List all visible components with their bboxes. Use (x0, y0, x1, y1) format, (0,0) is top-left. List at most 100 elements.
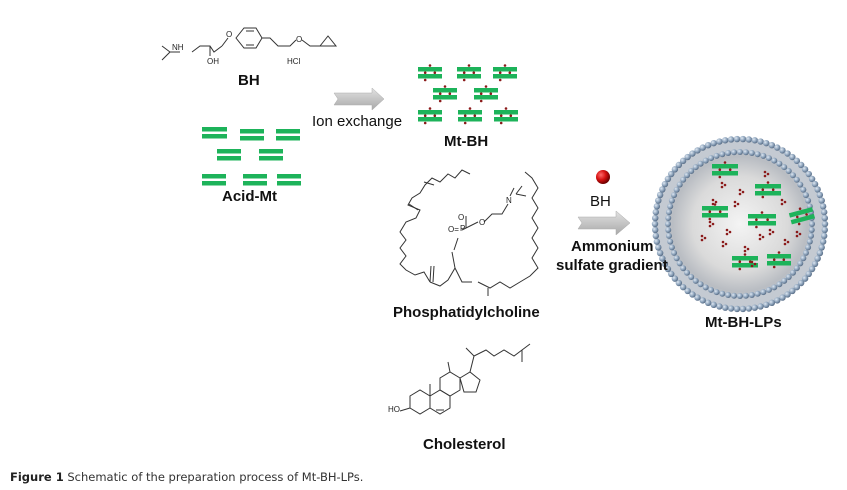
lipid-head (704, 141, 712, 149)
lipid-head (708, 286, 715, 293)
lipid-head (806, 238, 813, 245)
lipid-head (784, 150, 791, 157)
lipid-head (816, 249, 824, 257)
lipid-head (789, 269, 796, 276)
lipid-head (818, 244, 825, 251)
bh-atom-nh: NH (172, 43, 184, 52)
drug-dot (504, 107, 508, 110)
lipid-head (671, 192, 678, 199)
lipid-head (713, 152, 720, 159)
drug-dot (718, 168, 722, 171)
lipid-head (664, 265, 672, 273)
drug-dot (736, 202, 740, 206)
drug-dot (743, 253, 747, 256)
clay-sheet (767, 251, 791, 269)
drug-dot (468, 107, 472, 110)
lipid-head (659, 186, 666, 193)
clay-sheet (433, 85, 457, 103)
lipid-head (763, 139, 770, 147)
lipid-head (808, 175, 816, 183)
drug-dot (768, 228, 772, 232)
lipid-head (665, 232, 672, 239)
drug-dot (750, 264, 754, 268)
drug-dot (708, 210, 712, 213)
lipid-head (748, 149, 755, 156)
drug-dot (763, 170, 767, 174)
lipid-head (704, 299, 712, 307)
lipid-head (694, 294, 701, 301)
drug-dot (503, 64, 507, 67)
lipid-head (802, 192, 809, 199)
clay-sheet (458, 107, 482, 125)
acid-mt-label: Acid-Mt (222, 188, 277, 205)
drug-dot (423, 114, 427, 117)
bh-label: BH (238, 72, 260, 89)
drug-dot (772, 258, 776, 262)
lipid-head (719, 290, 726, 297)
lipid-head (785, 168, 792, 175)
lipid-head (684, 287, 691, 295)
lipid-head (801, 166, 809, 173)
lipid-head (820, 232, 828, 240)
clay-sheet (202, 174, 226, 186)
lipid-head (745, 136, 753, 143)
lipid-head (748, 292, 755, 299)
lipid-head (667, 238, 674, 245)
clay-sheet (418, 64, 442, 82)
drug-dot (795, 230, 799, 234)
drug-dot (766, 218, 769, 221)
lipid-head (763, 301, 770, 309)
drug-dot (718, 175, 722, 179)
lipid-head (785, 273, 792, 280)
pc-atom-n-plus: N (506, 196, 512, 205)
lipid-head (814, 186, 821, 193)
lipid-head (659, 255, 666, 262)
figure-caption-text: Schematic of the preparation process of … (67, 470, 364, 484)
drug-dot (473, 114, 477, 117)
drug-dot (771, 188, 775, 191)
lipid-head (733, 305, 741, 313)
bh-drug-bead (596, 170, 610, 184)
lipid-head (771, 157, 778, 164)
drug-dot (720, 181, 724, 185)
drug-dot (766, 181, 770, 184)
lipid-head (774, 297, 781, 304)
lipid-head (667, 203, 674, 210)
ion-exchange-label: Ion exchange (312, 113, 403, 130)
drug-dot (755, 225, 758, 229)
lipid-head (737, 149, 743, 155)
lipid-head (805, 270, 812, 278)
clay-sheet (276, 129, 300, 141)
clay-sheet (277, 174, 301, 186)
lipid-head (808, 226, 815, 233)
drug-dot (433, 71, 437, 74)
drug-dot (462, 71, 466, 74)
clay-sheet (494, 107, 518, 125)
drug-dot (761, 188, 765, 191)
lipid-head (722, 137, 729, 144)
lipid-head (725, 292, 732, 299)
lipid-head (702, 157, 709, 164)
drug-dot (508, 71, 512, 74)
lipid-head (653, 238, 661, 245)
drug-dot (708, 220, 712, 224)
drug-dot (761, 195, 765, 199)
lipid-head (793, 283, 801, 291)
drug-dot (783, 200, 787, 204)
lipid-head (725, 149, 732, 156)
drug-dot (720, 185, 724, 189)
liposome-core (672, 156, 808, 292)
lipid-head (800, 255, 807, 262)
lipid-head (784, 291, 791, 298)
lipid-head (671, 275, 679, 282)
drug-dot (714, 200, 718, 204)
clay-sheet (755, 181, 781, 199)
lipid-head (661, 180, 669, 188)
lipid-head (719, 151, 726, 158)
lipid-head (805, 170, 812, 178)
lipid-head (742, 149, 749, 156)
drug-dot (479, 99, 483, 103)
pc-atom-p: P (460, 224, 466, 233)
lipid-head (652, 208, 660, 216)
lipid-head (716, 138, 723, 145)
